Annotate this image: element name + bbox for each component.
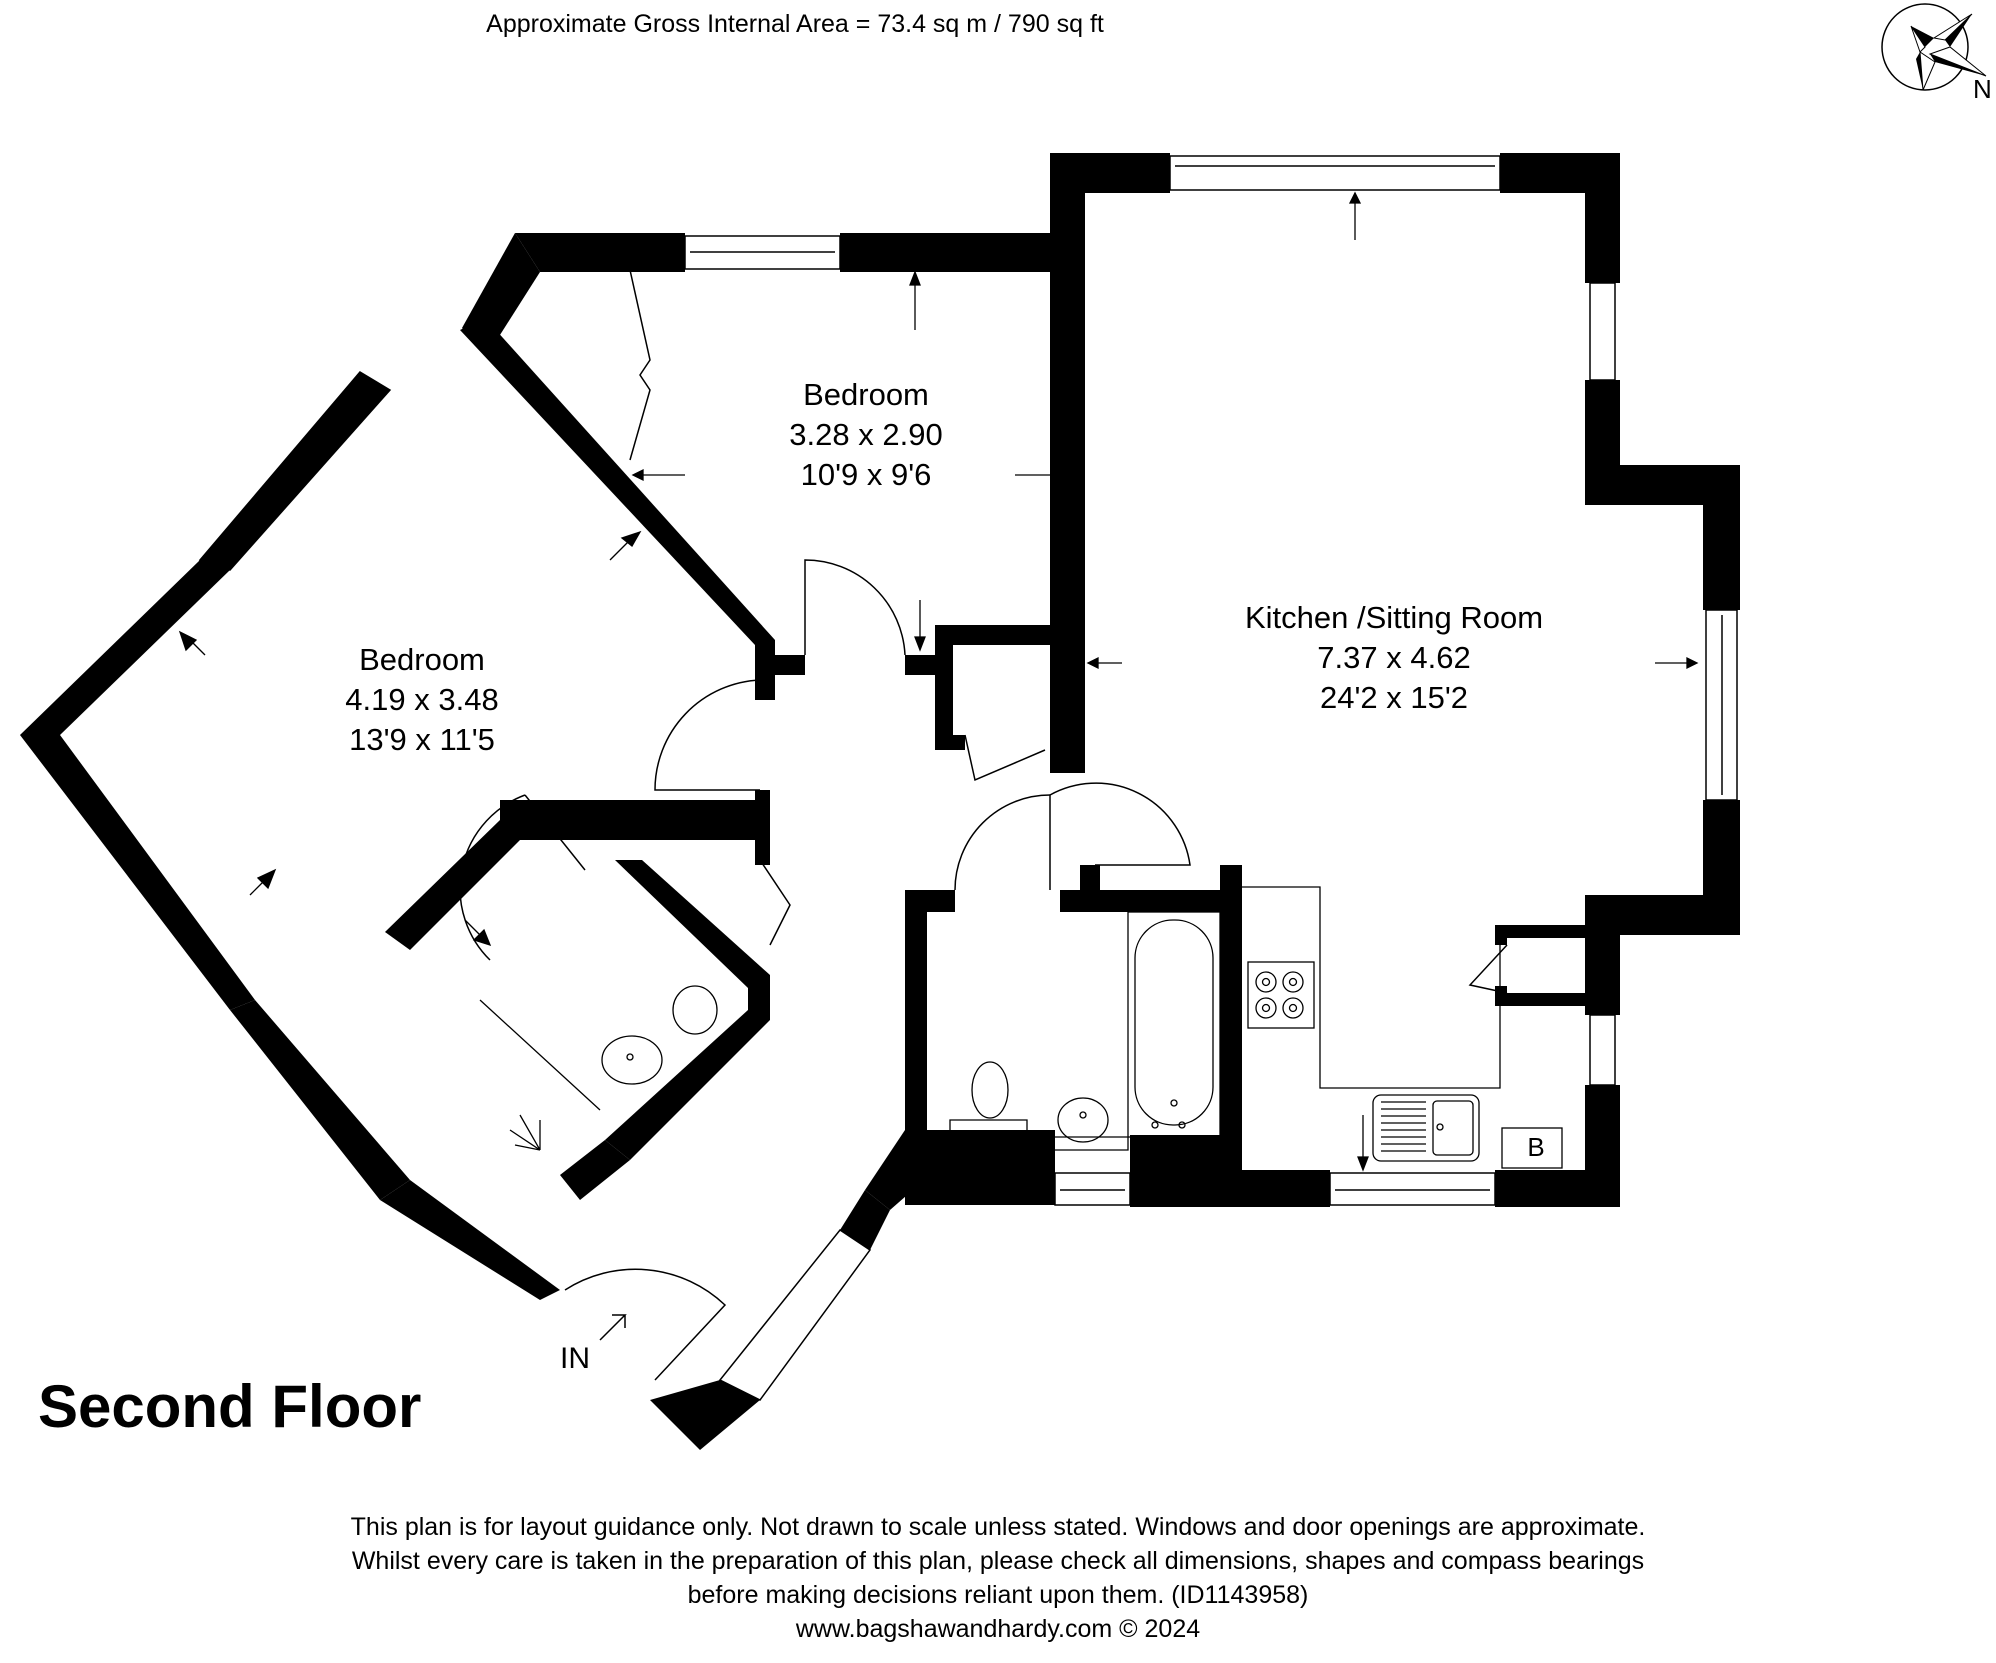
room-metric: 7.37 x 4.62 (1317, 640, 1471, 675)
dimension-arrows (178, 191, 1699, 1172)
disclaimer-line-1: This plan is for layout guidance only. N… (350, 1513, 1646, 1541)
basin-icon (1057, 1097, 1109, 1143)
boiler-label: B (1527, 1132, 1545, 1162)
room-name: Bedroom (359, 642, 485, 677)
bath-icon (1134, 919, 1214, 1126)
hob-icon (1247, 961, 1315, 1029)
entrance-label: IN (560, 1342, 590, 1375)
north-label: N (1973, 74, 1992, 104)
shower-icon (509, 1114, 541, 1151)
ensuite-basin-icon (601, 1035, 663, 1085)
room-name: Kitchen /Sitting Room (1244, 600, 1544, 635)
fixtures (479, 886, 1563, 1169)
doors (459, 269, 1508, 1381)
room-name: Bedroom (803, 377, 929, 412)
disclaimer: This plan is for layout guidance only. N… (0, 1510, 1996, 1646)
room-imperial: 24'2 x 15'2 (1319, 680, 1468, 715)
disclaimer-line-3: before making decisions reliant upon the… (687, 1581, 1309, 1609)
room-label-kitchen-sitting-room: Kitchen /Sitting Room 7.37 x 4.62 24'2 x… (1245, 598, 1543, 718)
room-metric: 3.28 x 2.90 (789, 417, 943, 452)
entrance-arrow-icon (599, 1314, 627, 1341)
sink-icon (1372, 1094, 1480, 1162)
walls (20, 153, 1740, 1450)
toilet-icon (971, 1061, 1009, 1119)
room-label-bedroom-1: Bedroom 4.19 x 3.48 13'9 x 11'5 (345, 640, 498, 760)
compass: N (1880, 2, 1992, 104)
disclaimer-line-2: Whilst every care is taken in the prepar… (351, 1547, 1645, 1575)
boiler-icon (1501, 1127, 1563, 1169)
ensuite-toilet-icon (672, 985, 718, 1035)
room-imperial: 13'9 x 11'5 (349, 722, 495, 757)
gross-internal-area: Approximate Gross Internal Area = 73.4 s… (486, 10, 1104, 38)
room-imperial: 10'9 x 9'6 (800, 457, 932, 492)
windows (198, 155, 1738, 1401)
floor-title: Second Floor (38, 1373, 422, 1440)
website-copyright: www.bagshawandhardy.com © 2024 (795, 1615, 1201, 1643)
room-label-bedroom-2: Bedroom 3.28 x 2.90 10'9 x 9'6 (789, 375, 942, 495)
room-metric: 4.19 x 3.48 (345, 682, 499, 717)
compass-rose-icon (1881, 3, 1987, 91)
